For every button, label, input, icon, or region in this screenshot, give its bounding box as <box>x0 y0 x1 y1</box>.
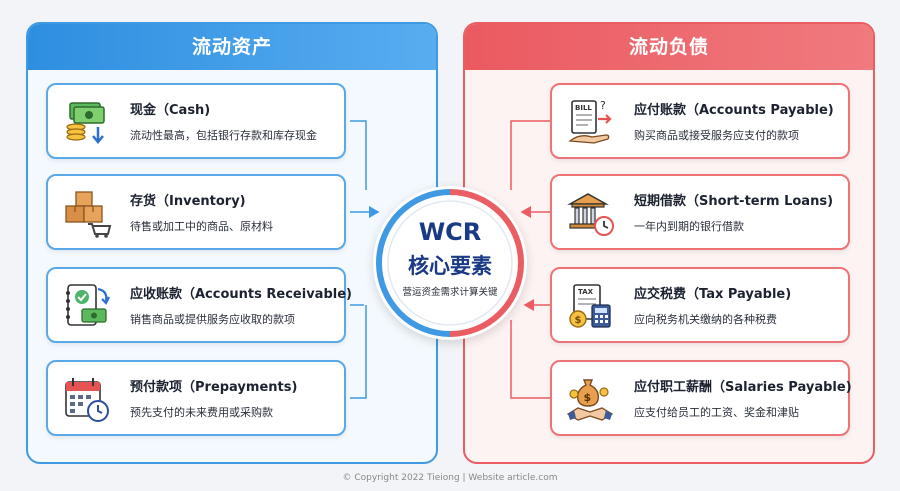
current-liabilities-header: 流动负债 <box>465 24 873 70</box>
liability-desc-tax: 应向税务机关缴纳的各种税费 <box>634 313 777 326</box>
current-assets-header: 流动资产 <box>28 24 436 70</box>
liability-desc-salaries: 应支付给员工的工资、奖金和津贴 <box>634 406 799 419</box>
inventory-boxes-cart-icon <box>65 191 112 238</box>
liability-desc-payable: 购买商品或接受服务应支付的款项 <box>634 129 799 142</box>
bank-clock-icon <box>567 193 614 236</box>
wcr-title: WCR <box>418 218 482 246</box>
asset-desc-inventory: 待售或加工中的商品、原材料 <box>130 220 273 233</box>
copyright-footer: © Copyright 2022 Tieiong | Website artic… <box>342 473 558 483</box>
liability-title-salaries: 应付职工薪酬（Salaries Payable) <box>634 380 852 395</box>
calendar-clock-icon <box>65 378 109 422</box>
asset-title-receivable: 应收账款（Accounts Receivable) <box>130 287 352 302</box>
svg-text:BILL: BILL <box>575 104 592 112</box>
liability-card-tax[interactable]: TAX $ 应交税费（Tax Payable) 应向税务机关缴纳的各种税费 <box>550 267 850 343</box>
svg-text:$: $ <box>584 391 592 404</box>
wcr-core-circle: WCR 核心要素 营运资金需求计算关键 <box>373 186 527 340</box>
asset-desc-cash: 流动性最高，包括银行存款和库存现金 <box>130 129 317 142</box>
liability-title-payable: 应付账款（Accounts Payable) <box>634 103 834 118</box>
bill-hand-icon: BILL ? <box>568 99 612 144</box>
svg-text:?: ? <box>600 99 606 112</box>
asset-card-inventory[interactable]: 存货（Inventory) 待售或加工中的商品、原材料 <box>46 174 346 250</box>
liability-card-salaries[interactable]: $ 应付职工薪酬（Salaries Payable) 应支付给员工的工资、奖金和… <box>550 360 852 436</box>
tax-calculator-icon: TAX $ <box>569 284 611 328</box>
liability-title-loans: 短期借款（Short-term Loans) <box>634 194 834 209</box>
asset-title-inventory: 存货（Inventory) <box>130 194 246 209</box>
asset-desc-prepayments: 预先支付的未来费用或采购款 <box>130 406 273 419</box>
asset-card-prepayments[interactable]: 预付款项（Prepayments) 预先支付的未来费用或采购款 <box>46 360 346 436</box>
receivable-document-icon <box>66 284 110 326</box>
wcr-caption: 营运资金需求计算关键 <box>402 287 498 298</box>
asset-desc-receivable: 销售商品或提供服务应收取的款项 <box>130 313 295 326</box>
liability-title-tax: 应交税费（Tax Payable) <box>634 287 792 302</box>
cash-coins-icon <box>66 102 105 144</box>
asset-card-cash[interactable]: 现金（Cash) 流动性最高，包括银行存款和库存现金 <box>46 83 346 159</box>
svg-text:$: $ <box>575 315 582 326</box>
svg-text:TAX: TAX <box>578 288 594 296</box>
liability-card-payable[interactable]: BILL ? 应付账款（Accounts Payable) 购买商品或接受服务应… <box>550 83 850 159</box>
asset-title-prepayments: 预付款项（Prepayments) <box>130 380 298 395</box>
asset-card-receivable[interactable]: 应收账款（Accounts Receivable) 销售商品或提供服务应收取的款… <box>46 267 352 343</box>
liability-desc-loans: 一年内到期的银行借款 <box>634 220 744 233</box>
asset-title-cash: 现金（Cash) <box>130 103 211 118</box>
liability-card-loans[interactable]: 短期借款（Short-term Loans) 一年内到期的银行借款 <box>550 174 850 250</box>
salary-handshake-icon: $ <box>566 379 614 421</box>
wcr-subtitle: 核心要素 <box>408 254 492 278</box>
wcr-ring <box>376 189 524 337</box>
